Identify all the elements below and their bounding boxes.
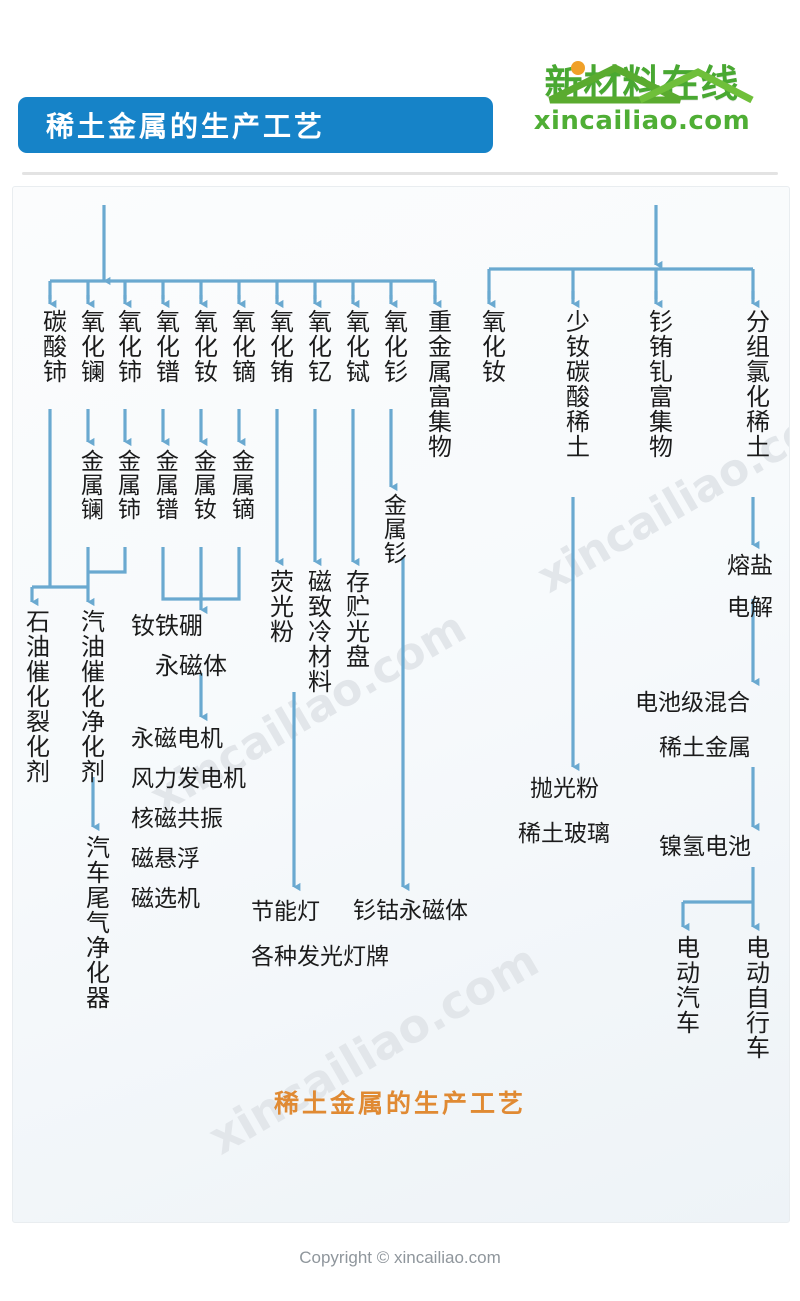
node-magnetic-refrigeration-material: 磁致冷材料 [303, 569, 332, 694]
roof-icon [548, 61, 754, 104]
copyright-footer: Copyright © xincailiao.com [299, 1248, 501, 1267]
node-light-signboards: 各种发光灯牌 [251, 944, 389, 970]
node-electrolysis: 电解 [727, 595, 773, 621]
node-molten-salt: 熔盐 [727, 553, 773, 579]
node-metal-praseodymium: 金属镨 [151, 449, 178, 521]
node-yanghuanv-right: 氧化钕 [477, 309, 506, 384]
node-grouped-re-chloride: 分组氯化稀土 [741, 309, 770, 459]
title-banner: 稀土金属的生产工艺 [18, 97, 493, 153]
node-rare-earth-glass: 稀土玻璃 [518, 821, 610, 847]
node-petroleum-cracking-catalyst: 石油催化裂化剂 [21, 609, 50, 784]
node-metal-neodymium: 金属钕 [189, 449, 216, 521]
node-wind-turbine: 风力发电机 [131, 766, 246, 792]
flow-connectors [30, 205, 760, 932]
brand-name-en: xincailiao.com [533, 106, 751, 136]
node-yanghuashi: 氧化铈 [113, 309, 142, 384]
node-phosphor: 荧光粉 [265, 569, 294, 644]
node-smco-magnet: 钐钴永磁体 [353, 898, 468, 924]
page-title: 稀土金属的生产工艺 [46, 110, 326, 143]
node-ndfeb: 钕铁硼 [131, 612, 203, 640]
node-maglev: 磁悬浮 [131, 846, 200, 872]
node-optical-storage-disc: 存贮光盘 [341, 569, 370, 669]
node-battery-grade-mixed: 电池级混合 [635, 690, 750, 716]
node-polishing-powder: 抛光粉 [530, 776, 599, 802]
brand-logo: 新材料在线 xincailiao.com [506, 61, 778, 136]
diagram-card: xincailiao.com xincailiao.com xincailiao… [12, 186, 790, 1223]
node-electric-car: 电动汽车 [671, 935, 700, 1035]
node-tansuanshi: 碳酸铈 [38, 309, 67, 384]
node-yanghualan: 氧化镧 [76, 309, 105, 384]
node-yanghuanv: 氧化钕 [189, 309, 218, 384]
node-heavy-metal-concentrate: 重金属富集物 [423, 309, 452, 459]
node-nimh-battery: 镍氢电池 [659, 834, 751, 860]
node-yanghuashan: 氧化钐 [379, 309, 408, 384]
node-metal-lanthanum: 金属镧 [76, 449, 103, 521]
node-metal-cerium: 金属铈 [113, 449, 140, 521]
node-magnetic-separator: 磁选机 [131, 886, 200, 912]
page-header: 稀土金属的生产工艺 新材料在线 xincailiao.com [0, 0, 800, 175]
node-yanghuadi: 氧化镝 [227, 309, 256, 384]
node-low-nd-carbonate-re: 少钕碳酸稀土 [561, 309, 590, 459]
header-divider [22, 172, 778, 175]
node-yanghuapu: 氧化镨 [151, 309, 180, 384]
node-metal-dysprosium: 金属镝 [227, 449, 254, 521]
node-permanent-magnet-motor: 永磁电机 [131, 726, 223, 752]
node-sm-eu-gd-concentrate: 钐铕钆富集物 [644, 309, 673, 459]
node-rare-earth-metal: 稀土金属 [659, 735, 751, 761]
node-yanghuayi: 氧化钇 [303, 309, 332, 384]
node-electric-bicycle: 电动自行车 [741, 935, 770, 1060]
node-yanghuayou: 氧化铕 [265, 309, 294, 384]
node-yanghuate: 氧化铽 [341, 309, 370, 384]
node-permanent-magnet: 永磁体 [155, 652, 227, 680]
node-mri: 核磁共振 [131, 806, 223, 832]
node-metal-samarium: 金属钐 [379, 493, 406, 565]
node-auto-exhaust-purifier: 汽车尾气净化器 [81, 835, 110, 1010]
node-energy-saving-lamp: 节能灯 [251, 899, 320, 925]
bottom-title: 稀土金属的生产工艺 [273, 1089, 526, 1118]
node-gasoline-purification-catalyst: 汽油催化净化剂 [76, 609, 105, 784]
